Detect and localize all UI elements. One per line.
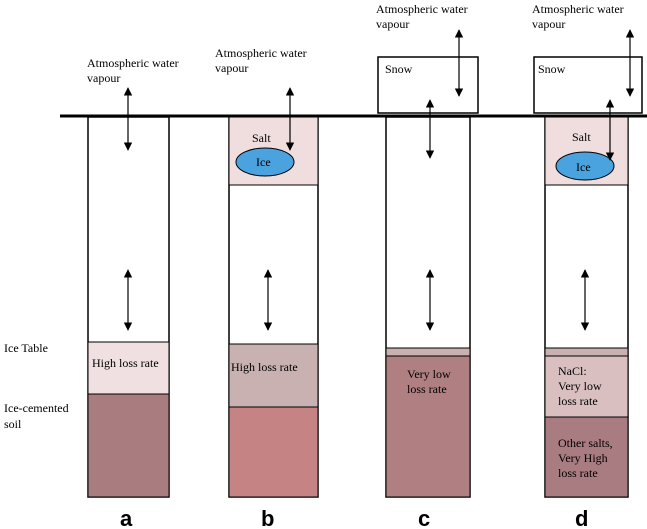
column-d-nacl-label: NaCl: (558, 364, 587, 378)
column-c-snow-label: Snow (385, 62, 413, 76)
column-d-ice-table-layer (544, 347, 629, 357)
column-d-ice-label: Ice (576, 160, 591, 174)
column-a-ice-table-layer (87, 341, 170, 395)
column-d-nacl-label-3: loss rate (558, 394, 598, 408)
column-c-ice-table-layer (385, 347, 471, 357)
column-b-ice-table-layer (228, 343, 319, 408)
column-c: Very low loss rate Snow Atmospheric wate… (376, 2, 479, 529)
column-d-vapour-label-2: vapour (532, 17, 565, 31)
column-b: Salt Ice High loss rate Atmospheric wate… (215, 46, 319, 529)
column-a-soil-layer (87, 393, 170, 498)
ice-cemented-soil-label: Ice-cemented (4, 401, 69, 415)
column-d-other-label-3: loss rate (558, 466, 598, 480)
column-b-vapour-label-2: vapour (215, 61, 248, 75)
column-c-soil-layer (385, 355, 471, 498)
column-d-other-salts-layer (544, 416, 629, 498)
column-b-loss-rate: High loss rate (231, 360, 298, 374)
column-b-ice-lens (235, 147, 295, 177)
ice-cemented-soil-label-2: soil (4, 417, 22, 431)
ice-table-label: Ice Table (4, 341, 48, 355)
column-d-snow-layer (533, 56, 643, 114)
column-d: Salt Ice NaCl: Very low loss rate Other … (532, 2, 643, 529)
column-c-loss-rate-2: loss rate (407, 382, 447, 396)
column-d-salt-label: Salt (572, 130, 591, 144)
column-c-loss-rate: Very low (407, 367, 451, 381)
column-d-nacl-label-2: Very low (558, 379, 602, 393)
column-a-vapour-label-2: vapour (87, 71, 120, 85)
column-d-other-label-2: Very High (558, 451, 608, 465)
column-a-loss-rate: High loss rate (92, 356, 159, 370)
column-b-soil-layer (228, 406, 319, 498)
column-d-letter: d (575, 506, 588, 529)
column-d-snow-label: Snow (538, 62, 566, 76)
column-a-letter: a (120, 506, 133, 529)
column-b-vapour-label: Atmospheric water (215, 46, 307, 60)
column-c-vapour-label: Atmospheric water (376, 2, 468, 16)
column-c-letter: c (418, 506, 430, 529)
column-b-ice-label: Ice (256, 155, 271, 169)
column-d-ice-lens (555, 151, 615, 181)
column-a-vapour-label: Atmospheric water (87, 56, 179, 70)
column-c-vapour-label-2: vapour (376, 17, 409, 31)
column-d-other-label: Other salts, (558, 436, 613, 450)
column-b-letter: b (261, 506, 274, 529)
column-b-salt-label: Salt (252, 131, 271, 145)
column-d-vapour-label: Atmospheric water (532, 2, 624, 16)
column-a: High loss rate Atmospheric water vapour … (87, 56, 179, 529)
